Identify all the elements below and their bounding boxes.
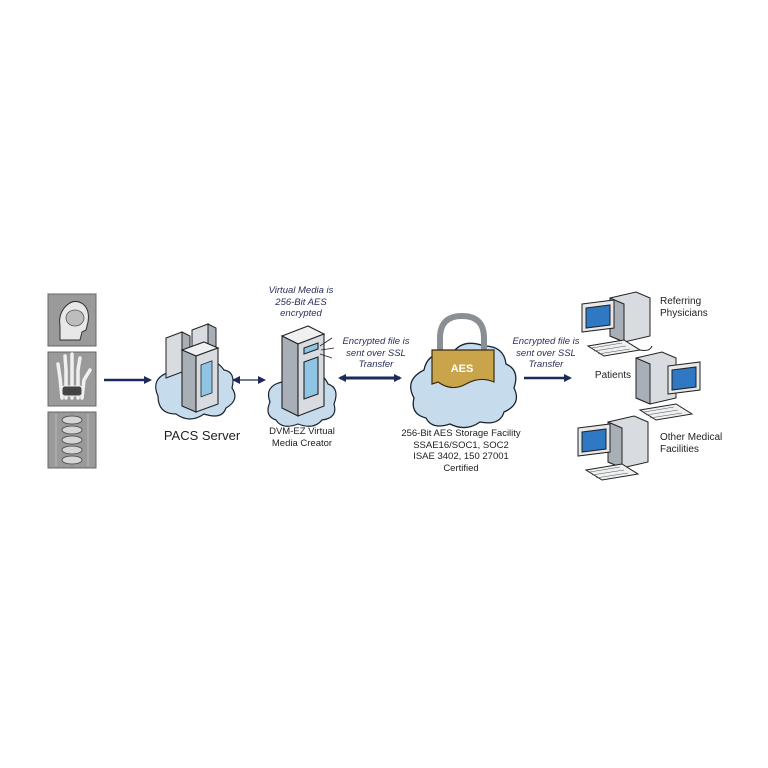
recipient-label-referring: Referring Physicians — [660, 296, 708, 320]
pacs-server-graphic — [155, 323, 236, 420]
scan-tile-hand — [47, 351, 97, 407]
recipient-label-patients: Patients — [594, 370, 632, 381]
recipient-label-facilities: Other Medical Facilities — [660, 432, 723, 456]
dvm-ez-graphic — [267, 325, 337, 427]
pacs-server-label: PACS Server — [163, 428, 241, 443]
aes-storage-graphic — [410, 312, 518, 429]
padlock-body-icon — [431, 349, 495, 389]
scan-tile-head — [47, 293, 97, 347]
dvm-encryption-note: Virtual Media is 256-Bit AES encrypted — [268, 285, 334, 320]
computer-icon-referring — [581, 291, 653, 357]
ssl-note-left: Encrypted file is sent over SSL Transfer — [342, 336, 410, 371]
storage-facility-label: 256-Bit AES Storage Facility SSAE16/SOC1… — [401, 428, 521, 474]
computer-icon-facilities — [577, 415, 649, 481]
padlock-shackle — [437, 312, 487, 350]
ssl-note-right: Encrypted file is sent over SSL Transfer — [512, 336, 580, 371]
scan-tile-spine — [47, 411, 97, 469]
lock-text: AES — [451, 363, 474, 375]
computer-icon-patients — [635, 351, 701, 421]
dvm-ez-label: DVM-EZ Virtual Media Creator — [269, 426, 335, 449]
